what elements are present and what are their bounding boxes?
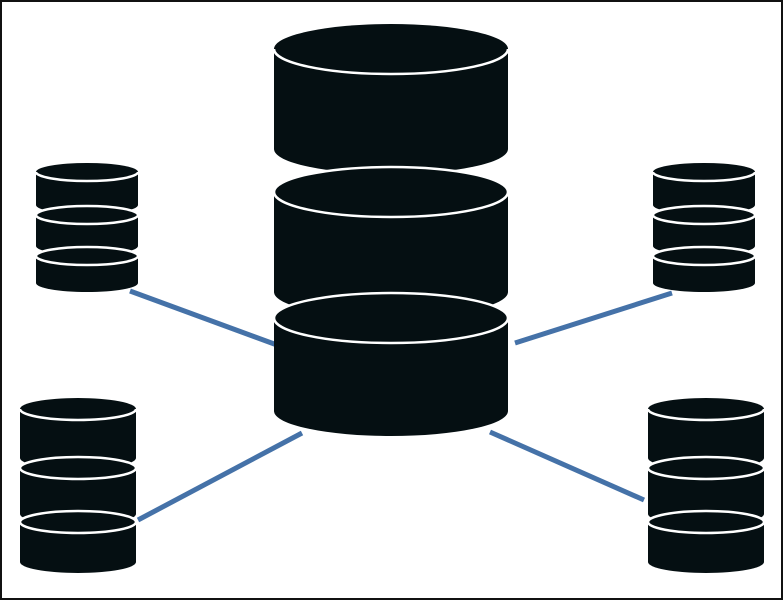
- database-segment: [646, 398, 766, 469]
- database-segment: [646, 509, 766, 573]
- database-segment: [272, 165, 510, 317]
- connector-line-bottom-right: [488, 429, 646, 503]
- connections: [129, 288, 673, 523]
- connector-line-bottom-left: [136, 430, 304, 523]
- database-segment: [18, 398, 138, 469]
- database-icon-top-left: [34, 163, 140, 292]
- connector-line-top-left: [129, 288, 278, 348]
- database-segment: [651, 204, 757, 255]
- database-segment: [651, 163, 757, 214]
- database-segment: [651, 245, 757, 292]
- connector-line-top-right: [514, 290, 673, 346]
- database-segment: [34, 204, 140, 255]
- database-segment: [272, 291, 510, 436]
- database-icon-bottom-left: [18, 398, 138, 573]
- database-icon-central: [272, 24, 510, 436]
- database-segment: [18, 509, 138, 573]
- database-icon-top-right: [651, 163, 757, 292]
- database-segment: [646, 455, 766, 525]
- database-icon-bottom-right: [646, 398, 766, 573]
- database-segment: [18, 455, 138, 525]
- database-segment: [34, 245, 140, 292]
- database-segment: [34, 163, 140, 214]
- database-segment: [272, 24, 510, 174]
